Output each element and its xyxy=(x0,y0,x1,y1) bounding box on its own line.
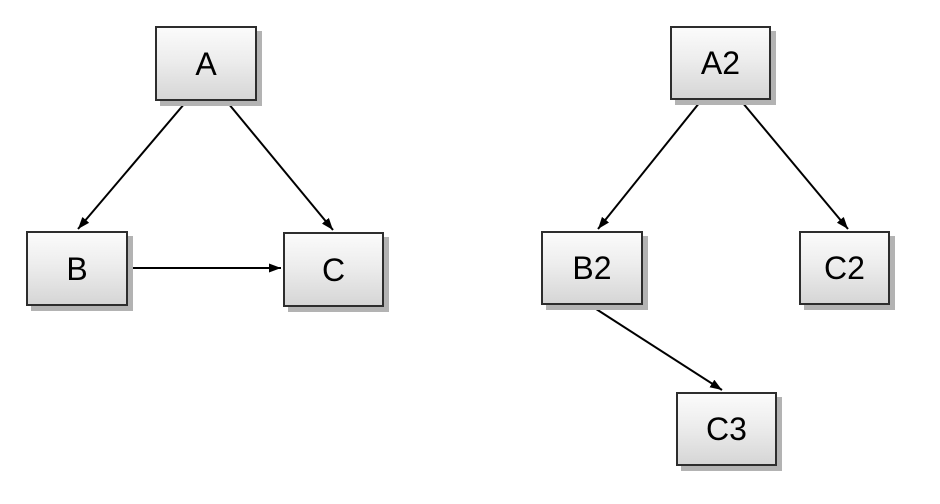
node-label-B2: B2 xyxy=(572,250,612,286)
edge-A-C xyxy=(227,102,334,231)
node-label-C: C xyxy=(321,251,346,288)
edge-A2-C2 xyxy=(741,101,849,230)
node-C3[interactable]: C3 xyxy=(676,392,777,466)
node-A2[interactable]: A2 xyxy=(670,26,771,100)
node-label-B: B xyxy=(66,250,88,287)
edge-B2-C3 xyxy=(592,306,723,391)
node-C2[interactable]: C2 xyxy=(799,231,890,305)
edge-A2-B2 xyxy=(597,101,701,230)
node-C[interactable]: C xyxy=(283,232,384,307)
node-label-C3: C3 xyxy=(706,411,747,447)
node-B2[interactable]: B2 xyxy=(541,231,643,305)
node-label-A2: A2 xyxy=(700,45,741,81)
node-label-C2: C2 xyxy=(824,250,865,286)
node-B[interactable]: B xyxy=(26,231,128,306)
edge-A-B xyxy=(77,102,186,230)
node-A[interactable]: A xyxy=(155,26,257,101)
node-label-A: A xyxy=(195,45,217,82)
